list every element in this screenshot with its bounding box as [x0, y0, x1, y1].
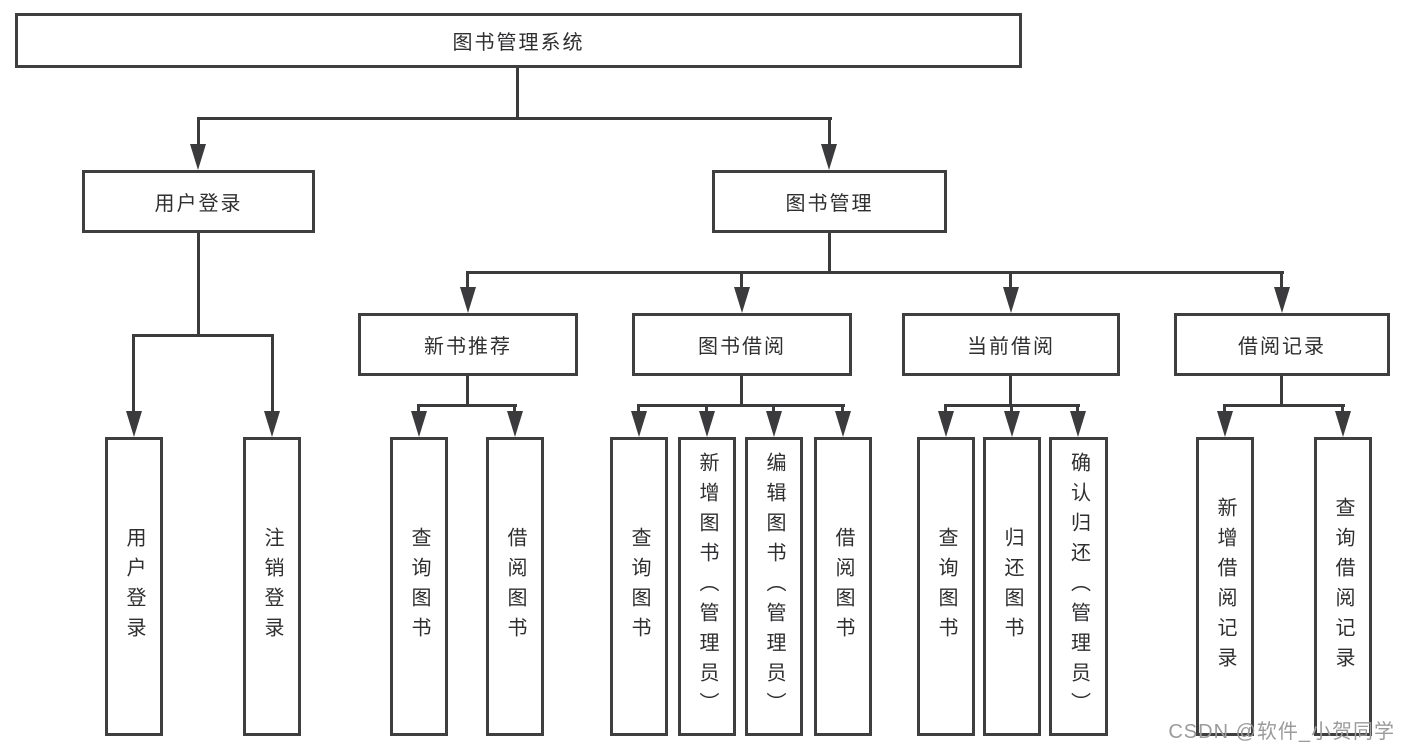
connector-current-borrow-stem — [1009, 376, 1012, 407]
leaf-nb-query-books-label: 查询图书 — [408, 526, 430, 647]
leaf-br-query-record: 查询借阅记录 — [1314, 437, 1372, 736]
root-label: 图书管理系统 — [452, 32, 585, 54]
watermark: CSDN @软件_小贺同学 — [1168, 721, 1395, 743]
leaf-cb-query-books: 查询图书 — [917, 437, 975, 736]
leaf-nb-borrow-books: 借阅图书 — [486, 437, 544, 736]
connector-bb-leaf1-drop — [637, 404, 640, 414]
connector-mgmt-stem — [828, 233, 831, 273]
leaf-cb-return-books: 归还图书 — [983, 437, 1041, 736]
leaf-bb-borrow-books-label: 借阅图书 — [832, 526, 854, 647]
leaf-br-query-record-label: 查询借阅记录 — [1332, 496, 1354, 677]
root-box: 图书管理系统 — [15, 13, 1022, 68]
arrowhead-user-leaf2 — [264, 411, 280, 437]
arrowhead-user-login — [190, 144, 206, 170]
connector-br-leaf1-drop — [1223, 404, 1226, 414]
connector-book-borrow-stem — [740, 376, 743, 407]
arrowhead-cb-leaf2 — [1004, 411, 1020, 437]
connector-borrow-records-stem — [1280, 376, 1283, 407]
arrowhead-cb-leaf1 — [938, 411, 954, 437]
node-user-login: 用户登录 — [82, 170, 315, 233]
node-book-mgmt-label: 图书管理 — [785, 193, 874, 215]
leaf-logout: 注销登录 — [243, 437, 301, 736]
arrowhead-book-borrow — [734, 287, 750, 313]
connector-user-leaf1-drop — [132, 334, 135, 412]
connector-bb-leaf4-drop — [841, 404, 844, 414]
node-book-mgmt: 图书管理 — [712, 170, 947, 233]
arrowhead-bb-leaf1 — [631, 411, 647, 437]
leaf-bb-query-books-label: 查询图书 — [628, 526, 650, 647]
node-new-books: 新书推荐 — [358, 313, 578, 376]
connector-bb-leaf3-drop — [772, 404, 775, 414]
arrowhead-current-borrow — [1003, 287, 1019, 313]
arrowhead-borrow-records — [1274, 287, 1290, 313]
connector-cb-leaf2-drop — [1010, 404, 1013, 414]
leaf-bb-add-books-admin: 新增图书（管理员） — [678, 437, 736, 736]
arrowhead-book-mgmt — [821, 144, 837, 170]
connector-new-books-split — [417, 404, 517, 407]
leaf-cb-query-books-label: 查询图书 — [935, 526, 957, 647]
node-new-books-label: 新书推荐 — [424, 336, 512, 358]
leaf-bb-add-books-admin-label: 新增图书（管理员） — [696, 451, 718, 722]
node-borrow-records: 借阅记录 — [1174, 313, 1390, 376]
arrowhead-new-books — [460, 287, 476, 313]
connector-user-split — [132, 334, 274, 337]
leaf-nb-query-books: 查询图书 — [390, 437, 448, 736]
node-user-login-label: 用户登录 — [154, 193, 243, 215]
leaf-cb-return-books-label: 归还图书 — [1001, 526, 1023, 647]
node-book-borrow-label: 图书借阅 — [698, 336, 786, 358]
connector-root-stem — [516, 68, 519, 118]
arrowhead-bb-leaf2 — [699, 411, 715, 437]
node-book-borrow: 图书借阅 — [632, 313, 852, 376]
leaf-bb-borrow-books: 借阅图书 — [814, 437, 872, 736]
leaf-user-login: 用户登录 — [105, 437, 163, 736]
connector-book-borrow-split — [637, 404, 845, 407]
connector-cb-leaf1-drop — [944, 404, 947, 414]
arrowhead-br-leaf1 — [1217, 411, 1233, 437]
connector-borrow-records-drop — [1280, 271, 1283, 287]
connector-br-leaf2-drop — [1341, 404, 1344, 414]
connector-level3-split — [466, 271, 1284, 274]
connector-borrow-records-split — [1223, 404, 1345, 407]
connector-cb-leaf3-drop — [1076, 404, 1079, 414]
connector-nb-leaf2-drop — [513, 404, 516, 414]
leaf-nb-borrow-books-label: 借阅图书 — [504, 526, 526, 647]
leaf-logout-label: 注销登录 — [261, 526, 283, 647]
leaf-cb-confirm-return-admin-label: 确认归还（管理员） — [1067, 451, 1090, 722]
leaf-bb-edit-books-admin-label: 编辑图书（管理员） — [763, 451, 785, 722]
arrowhead-nb-leaf1 — [411, 411, 427, 437]
connector-user-stem — [197, 233, 200, 336]
leaf-br-add-record-label: 新增借阅记录 — [1214, 496, 1236, 677]
connector-current-borrow-drop — [1009, 271, 1012, 287]
leaf-user-login-label: 用户登录 — [123, 526, 145, 647]
leaf-cb-confirm-return-admin: 确认归还（管理员） — [1049, 437, 1108, 736]
arrowhead-bb-leaf3 — [766, 411, 782, 437]
connector-level2-split — [197, 117, 832, 120]
connector-new-books-stem — [466, 376, 469, 407]
leaf-bb-edit-books-admin: 编辑图书（管理员） — [745, 437, 803, 736]
leaf-bb-query-books: 查询图书 — [610, 437, 668, 736]
connector-bb-leaf2-drop — [705, 404, 708, 414]
connector-new-books-drop — [466, 271, 469, 287]
arrowhead-cb-leaf3 — [1070, 411, 1086, 437]
arrowhead-br-leaf2 — [1335, 411, 1351, 437]
node-borrow-records-label: 借阅记录 — [1238, 336, 1326, 358]
connector-book-mgmt-drop — [828, 117, 831, 145]
leaf-br-add-record: 新增借阅记录 — [1196, 437, 1254, 736]
connector-book-borrow-drop — [740, 271, 743, 287]
node-current-borrow: 当前借阅 — [902, 313, 1120, 376]
arrowhead-nb-leaf2 — [507, 411, 523, 437]
connector-user-leaf2-drop — [271, 334, 274, 412]
node-current-borrow-label: 当前借阅 — [967, 336, 1055, 358]
arrowhead-bb-leaf4 — [835, 411, 851, 437]
connector-user-login-drop — [197, 117, 200, 145]
connector-nb-leaf1-drop — [417, 404, 420, 414]
arrowhead-user-leaf1 — [126, 411, 142, 437]
